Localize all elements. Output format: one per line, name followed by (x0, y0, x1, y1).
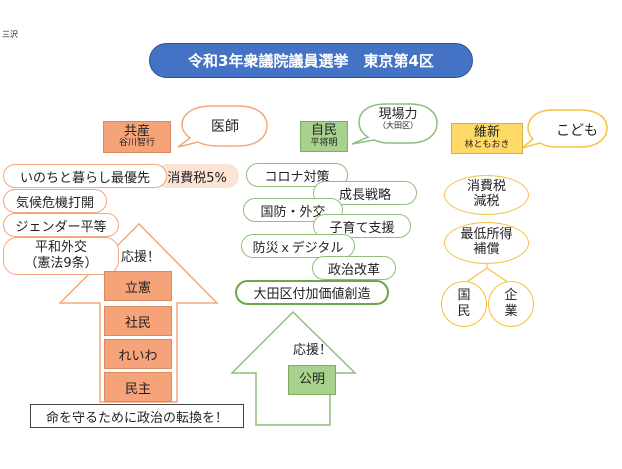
policy-corona: コロナ対策 (246, 163, 348, 187)
genbaryoku-bubble-text: 現場力 （大田区） (372, 108, 424, 130)
page-title: 令和3年衆議院議員選挙 東京第4区 (149, 43, 473, 78)
ldp-candidate-name: 平将明 (310, 137, 338, 148)
policy-sales-tax-cut-line1: 消費税 (466, 179, 506, 195)
ishin-connector (486, 267, 510, 284)
children-bubble-text: こども (556, 123, 598, 139)
ishin-candidate-name: 林ともおき (464, 139, 510, 150)
author-label: 三沢 (2, 30, 18, 39)
policy-ota-value-creation: 大田区付加価値創造 (235, 280, 389, 305)
beneficiary-citizens-line1: 国 (457, 287, 471, 303)
children-speech-bubble (521, 109, 608, 149)
beneficiary-companies-line2: 業 (504, 304, 518, 319)
policy-sales-tax-cut-line2: 減税 (473, 194, 500, 209)
communist-party-box: 共産 谷川智行 (103, 121, 171, 153)
policy-gender-equality: ジェンダー平等 (3, 213, 119, 237)
policy-political-reform: 政治改革 (312, 256, 396, 280)
communist-candidate-name: 谷川智行 (118, 138, 155, 149)
doctor-speech-bubble (177, 105, 268, 148)
policy-disaster-digital: 防災ｘデジタル (241, 234, 355, 258)
policy-minimum-income-line1: 最低所得 (460, 227, 513, 243)
ldp-party-name: 自民 (310, 123, 337, 139)
ldp-support-label: 応援！ (293, 343, 333, 358)
ishin-party-name: 維新 (473, 125, 500, 141)
genbaryoku-speech-bubble (351, 103, 438, 145)
beneficiary-citizens-line2: 民 (457, 304, 471, 319)
policy-minimum-income-line2: 補償 (473, 242, 500, 257)
communist-slogan: 命を守るために政治の転換を！ (30, 404, 244, 428)
policy-peace-diplomacy: 平和外交 （憲法9条） (3, 237, 119, 275)
policy-sales-tax-cut: 消費税 減税 (444, 175, 529, 215)
policy-child-support: 子育て支援 (313, 214, 411, 238)
supporter-komei: 公明 (288, 365, 336, 395)
supporter-rikken: 立憲 (104, 271, 172, 301)
beneficiary-companies-line1: 企 (504, 287, 518, 303)
genbaryoku-main: 現場力 (378, 107, 418, 122)
ldp-party-box: 自民 平将明 (300, 121, 348, 152)
supporter-shamin: 社民 (104, 306, 172, 336)
policy-peace-diplomacy-line2: （憲法9条） (24, 256, 98, 271)
communist-support-label: 応援！ (121, 250, 161, 265)
supporter-reiwa: れいわ (104, 339, 172, 369)
beneficiary-companies: 企 業 (488, 281, 534, 327)
doctor-bubble-text: 医師 (211, 119, 239, 135)
beneficiary-citizens: 国 民 (441, 281, 487, 327)
policy-peace-diplomacy-line1: 平和外交 (34, 240, 87, 256)
supporter-minshu: 民主 (104, 372, 172, 402)
policy-life-first: いのちと暮らし最優先 (3, 164, 167, 188)
policy-minimum-income: 最低所得 補償 (444, 222, 529, 264)
ishin-party-box: 維新 林ともおき (451, 123, 523, 154)
policy-growth-strategy: 成長戦略 (313, 181, 417, 205)
sales-tax-5-label: 消費税5% (155, 164, 239, 188)
communist-party-name: 共産 (123, 123, 150, 139)
policy-climate-crisis: 気候危機打開 (3, 189, 107, 213)
genbaryoku-sub: （大田区） (378, 120, 418, 130)
ishin-connector (464, 267, 488, 284)
